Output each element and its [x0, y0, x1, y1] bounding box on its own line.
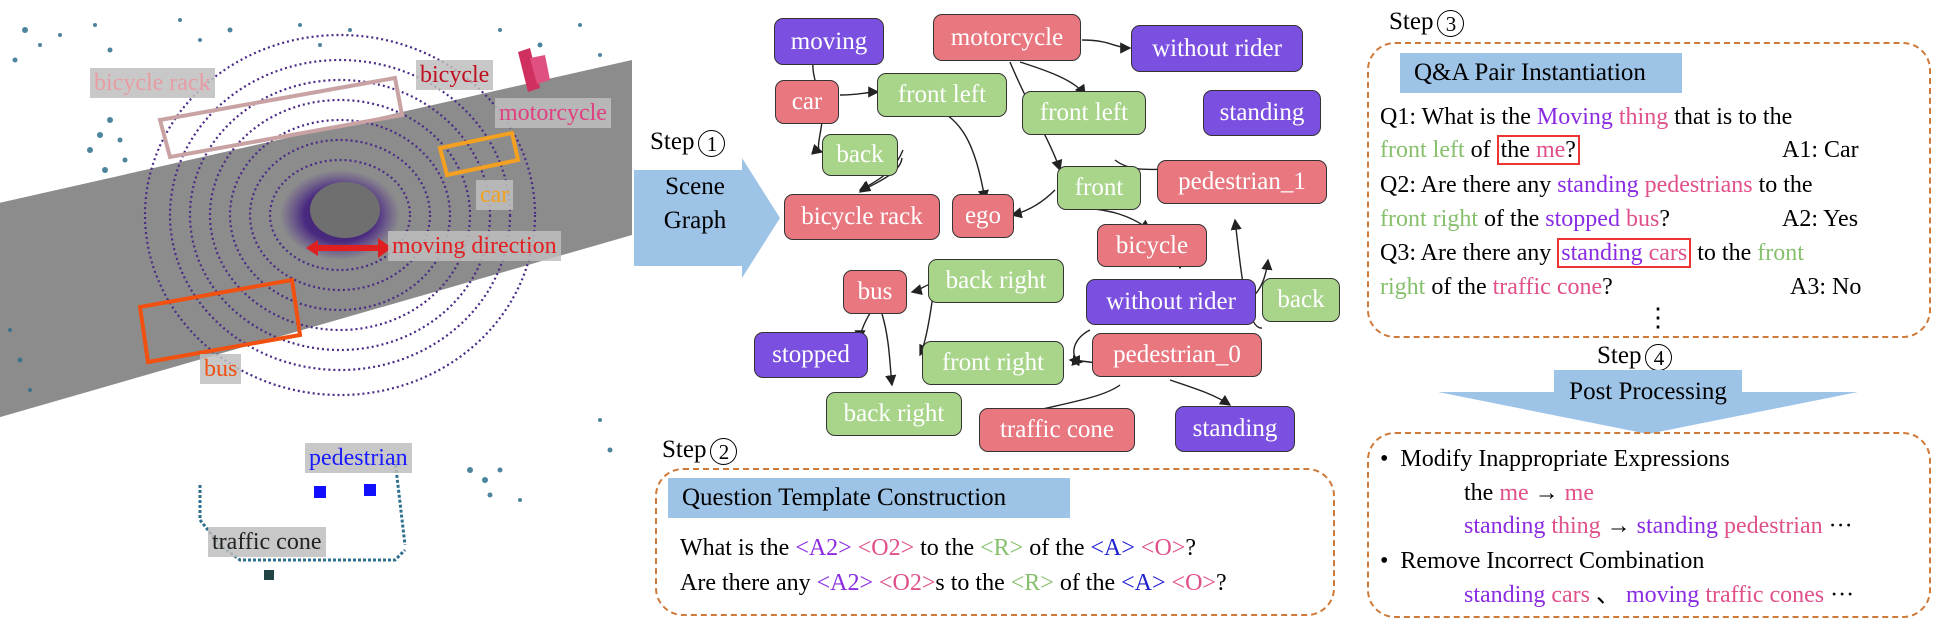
step3-number: 3	[1437, 9, 1465, 37]
graph-node-bicycle: bicycle	[1097, 224, 1207, 267]
qa-a1: A1: Car	[1782, 137, 1859, 163]
step1-arrow	[634, 158, 780, 278]
bicycle-rack-box	[157, 75, 405, 160]
step4-arrow-text: Post Processing	[1569, 378, 1727, 405]
motorcycle-box	[530, 55, 550, 84]
graph-node-front-left-2: front left	[1022, 91, 1146, 135]
graph-node-stopped: stopped	[754, 332, 868, 378]
step2-number: 2	[710, 437, 738, 465]
graph-node-moving: moving	[774, 18, 884, 65]
post-line-3: standing cars 、 moving traffic cones ···	[1464, 582, 1855, 608]
step4-number: 4	[1645, 343, 1673, 371]
qa-q1-line2: front left of the me?	[1380, 135, 1580, 165]
step4-arrow	[1438, 370, 1858, 434]
graph-node-bus: bus	[843, 270, 907, 314]
qa-q3-highlight: standing cars	[1557, 238, 1692, 268]
graph-node-standing-2: standing	[1175, 406, 1295, 452]
car-box	[437, 130, 521, 178]
qa-a3: A3: No	[1790, 274, 1862, 300]
scan-rings	[143, 33, 537, 397]
template-line-2: Are there any <A2> <O2>s to the <R> of t…	[680, 570, 1227, 596]
label-bicycle: bicycle	[416, 60, 494, 90]
qa-ellipsis: ⋮	[1645, 303, 1671, 332]
post-line-1: the me → me	[1464, 480, 1594, 506]
pedestrian-mark	[314, 486, 326, 498]
lidar-scene-panel: bicycle rack bicycle motorcycle car movi…	[0, 0, 632, 629]
pedestrian-mark	[364, 484, 376, 496]
post-bullet-1: • Modify Inappropriate Expressions	[1380, 446, 1730, 472]
qa-a2: A2: Yes	[1782, 206, 1859, 232]
graph-node-traffic-cone: traffic cone	[979, 408, 1135, 452]
graph-node-back-right-1: back right	[928, 259, 1064, 303]
bus-box	[137, 277, 303, 365]
graph-node-ego: ego	[952, 194, 1014, 238]
graph-node-pedestrian-1: pedestrian_1	[1157, 160, 1327, 204]
graph-node-standing-1: standing	[1203, 90, 1321, 136]
lidar-point-cloud	[0, 18, 632, 580]
label-traffic-cone: traffic cone	[208, 527, 326, 557]
template-line-1: What is the <A2> <O2> to the <R> of the …	[680, 535, 1196, 561]
qa-q3-line2: right of the traffic cone?	[1380, 274, 1613, 300]
post-bullet-2: • Remove Incorrect Combination	[1380, 548, 1705, 574]
label-car: car	[476, 180, 514, 210]
step3-qa-box	[1367, 42, 1931, 338]
qa-q1-line1: Q1: What is the Moving thing that is to …	[1380, 104, 1793, 130]
ego-blank	[310, 182, 380, 238]
graph-node-back-right-2: back right	[826, 392, 962, 436]
step2-template-box	[655, 468, 1335, 616]
graph-node-car: car	[775, 80, 839, 124]
step4-post-box	[1367, 432, 1931, 618]
qa-q1-highlight: the me?	[1496, 135, 1580, 165]
label-bicycle-rack: bicycle rack	[90, 68, 215, 98]
label-bus: bus	[200, 354, 242, 384]
label-moving-direction: moving direction	[388, 231, 561, 261]
graph-node-front: front	[1057, 166, 1141, 210]
graph-node-front-left-1: front left	[877, 73, 1007, 117]
traffic-cone-mark	[264, 570, 274, 580]
bicycle-box	[518, 48, 540, 92]
qa-q3-line1: Q3: Are there any standing cars to the f…	[1380, 238, 1804, 268]
graph-node-motorcycle: motorcycle	[933, 14, 1081, 61]
qa-q2-line1: Q2: Are there any standing pedestrians t…	[1380, 172, 1813, 198]
graph-node-back: back	[822, 134, 898, 176]
qa-q2-line2: front right of the stopped bus?	[1380, 206, 1670, 232]
label-motorcycle: motorcycle	[495, 98, 611, 128]
graph-node-without-rider-2: without rider	[1086, 279, 1256, 325]
graph-node-without-rider-1: without rider	[1131, 25, 1303, 72]
label-pedestrian: pedestrian	[305, 443, 412, 473]
step1-number: 1	[698, 129, 726, 157]
post-line-2: standing thing → standing pedestrian ···	[1464, 513, 1853, 539]
step1-arrow-text: Scene Graph	[663, 173, 727, 234]
scatter-points	[8, 18, 613, 502]
graph-node-bicycle-rack: bicycle rack	[784, 194, 940, 240]
graph-node-front-right: front right	[922, 341, 1064, 385]
step2-header: Question Template Construction	[668, 478, 1070, 518]
graph-node-back-2: back	[1262, 278, 1340, 322]
graph-node-pedestrian-0: pedestrian_0	[1092, 333, 1262, 377]
step3-header: Q&A Pair Instantiation	[1400, 53, 1682, 93]
